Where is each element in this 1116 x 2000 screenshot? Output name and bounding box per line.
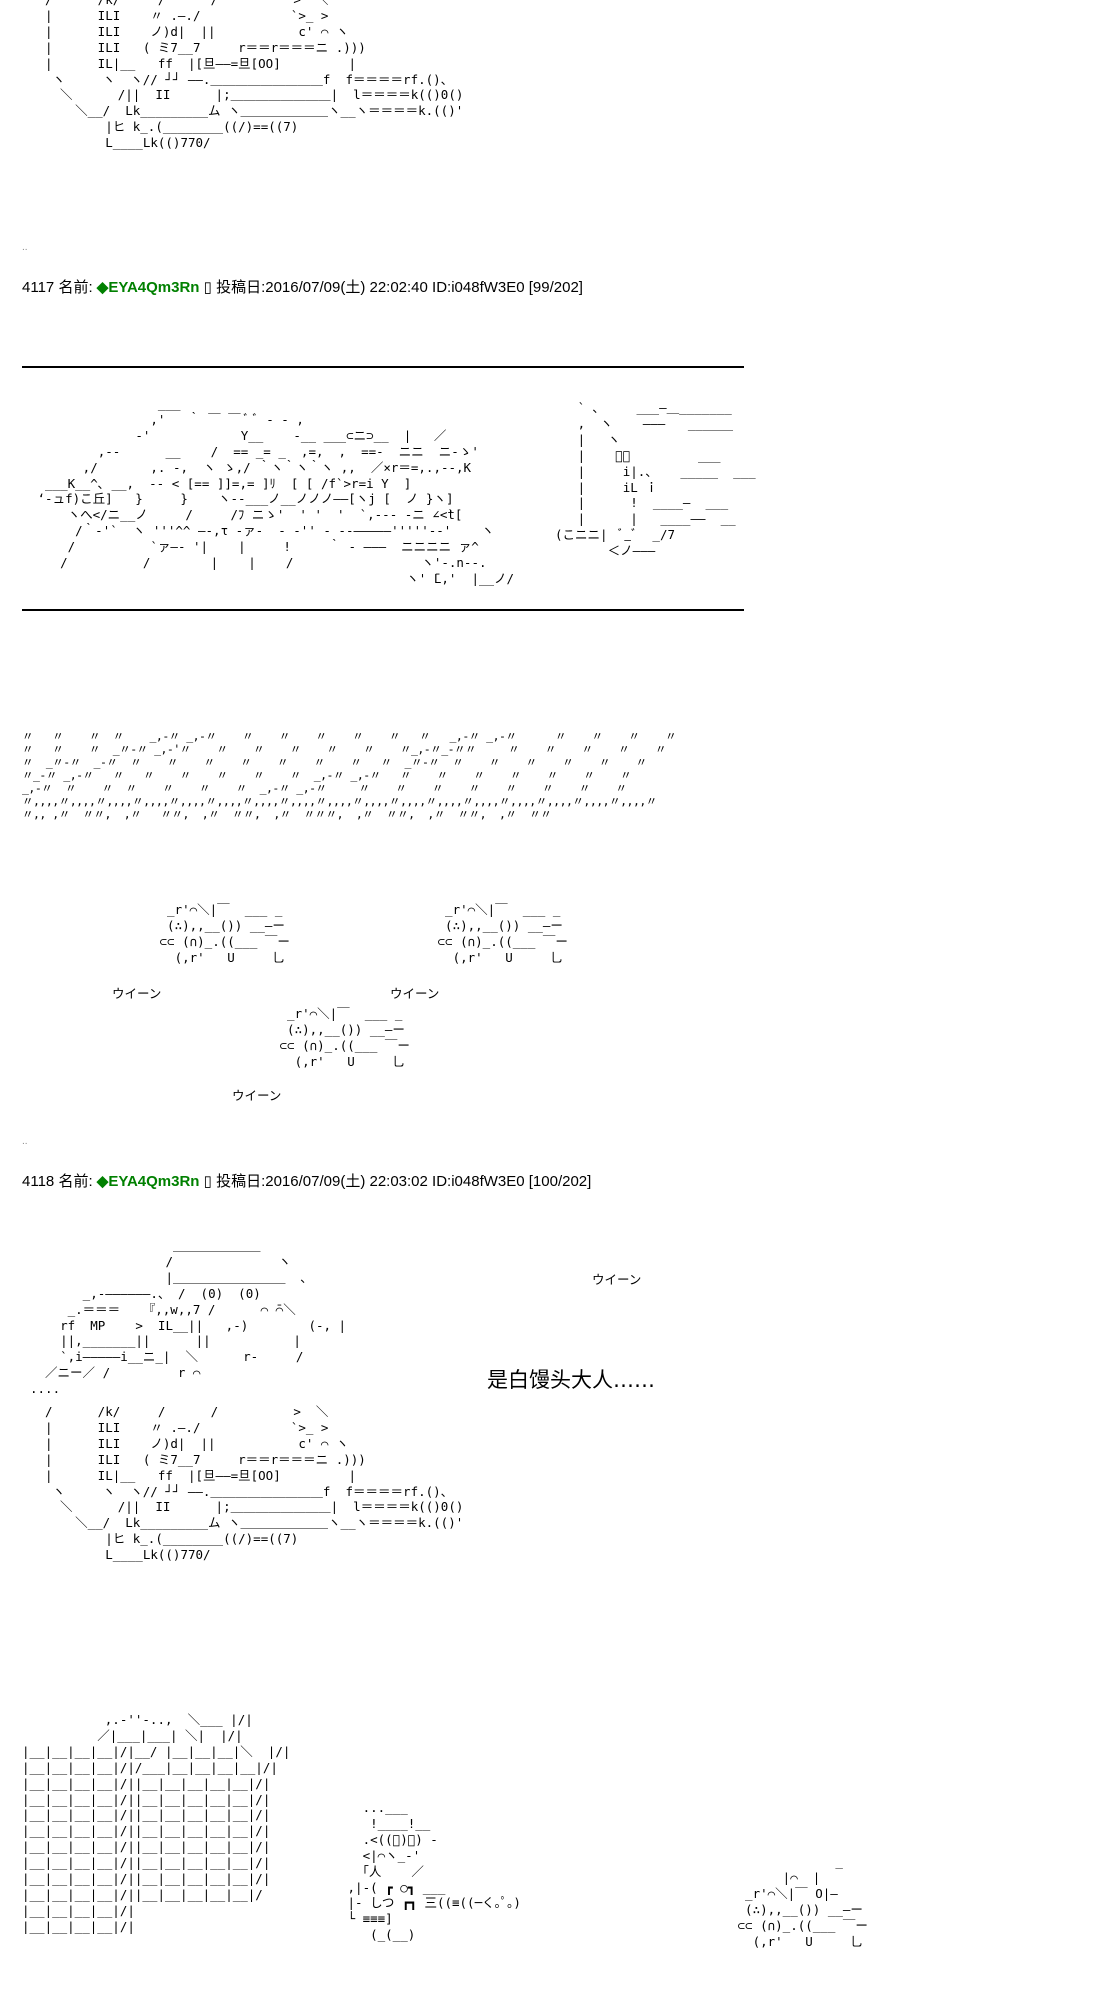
name-label: 名前:: [58, 1173, 93, 1190]
post-number: 4118: [22, 1173, 55, 1190]
mail-icon[interactable]: ▯: [203, 1173, 212, 1190]
aa-smoke-crash: ___ ,' ｀ ￣ ￣ ﾞ ﾞ ‐ ‐ , -' Y__ -__ ___⊂ニ⊃…: [37, 396, 515, 586]
poster-trip[interactable]: ◆EYA4Qm3Rn: [96, 279, 200, 296]
scene-rule-top: [22, 366, 744, 368]
separator-dots-2: ..: [22, 1136, 28, 1147]
post-count: [99/202]: [528, 279, 583, 296]
aa-spray-character: ...___ !____!__ .<((ﾟ)ﾟ) - <|⌒ヽ_-' ｢人 ／ …: [347, 1800, 521, 1943]
mail-icon[interactable]: ▯: [203, 279, 212, 296]
sfx-bottom: ウイーン: [232, 1088, 282, 1103]
sfx-left: ウイーン: [112, 986, 162, 1001]
separator-dots: ..: [22, 242, 28, 253]
post-header-4118: 4118 名前: ◆EYA4Qm3Rn ▯ 投稿日:2016/07/09(土) …: [22, 1170, 591, 1191]
aa-shop-front: ` ､ ___―＿_______ , ヽ ――― ______ | ヽ | ﾞ､…: [555, 400, 756, 559]
poster-trip[interactable]: ◆EYA4Qm3Rn: [96, 1173, 200, 1190]
aa-robot-top: / /k/ / / > ＼ | ILI 〃 .―./ `>_ > | ILI ノ…: [45, 0, 464, 151]
aa-robot-bottom: / /k/ / / > ＼ | ILI 〃 .―./ `>_ > | ILI ノ…: [45, 1404, 464, 1563]
post-count: [100/202]: [528, 1173, 592, 1190]
post-date: 2016/07/09(土) 22:03:02: [265, 1173, 428, 1190]
caption-text: 是白馒头大人……: [487, 1368, 655, 1392]
poster-id[interactable]: ID:i048fW3E0: [432, 1173, 525, 1190]
date-label: 投稿日:: [216, 279, 266, 296]
aa-manju-bottom: _r'⌒＼|￣ ___ _ (∴),,__()) __―ー ⊂⊂ (∩)_.((…: [279, 1006, 410, 1069]
name-label: 名前:: [58, 279, 93, 296]
aa-building: ,.-''-.., ＼___ |/| ／|___|___| ＼| |/| |__…: [22, 1712, 291, 1934]
post-header-4117: 4117 名前: ◆EYA4Qm3Rn ▯ 投稿日:2016/07/09(土) …: [22, 276, 583, 297]
post-number: 4117: [22, 279, 55, 296]
poster-id[interactable]: ID:i048fW3E0: [432, 279, 525, 296]
aa-manju-right: _r'⌒＼|￣ ___ _ (∴),,__()) __―ー ⊂⊂ (∩)_.((…: [437, 902, 568, 965]
aa-manju-left: _r'⌒＼|￣ ___ _ (∴),,__()) __―ー ⊂⊂ (∩)_.((…: [159, 902, 290, 965]
post-date: 2016/07/09(土) 22:02:40: [265, 279, 428, 296]
sfx-right: ウイーン: [390, 986, 440, 1001]
aa-robot-head: ＿＿＿＿＿＿＿ / ヽ |＿＿＿＿＿＿＿＿＿ ､ _,-――――――.、 / (…: [30, 1238, 347, 1397]
date-label: 投稿日:: [216, 1173, 266, 1190]
aa-manju-target: _ |⌒ | _r'⌒＼|￣ O|― (∴),,__()) __―ー ⊂⊂ (∩…: [737, 1854, 868, 1949]
aa-rain: 〃 〃 〃 〃 _,-〃 _,-〃 〃 〃 〃 〃 〃 〃 _,-〃 _,-〃 …: [22, 729, 677, 821]
sfx-top-right: ウイーン: [592, 1272, 642, 1287]
scene-rule-bottom: [22, 609, 744, 611]
